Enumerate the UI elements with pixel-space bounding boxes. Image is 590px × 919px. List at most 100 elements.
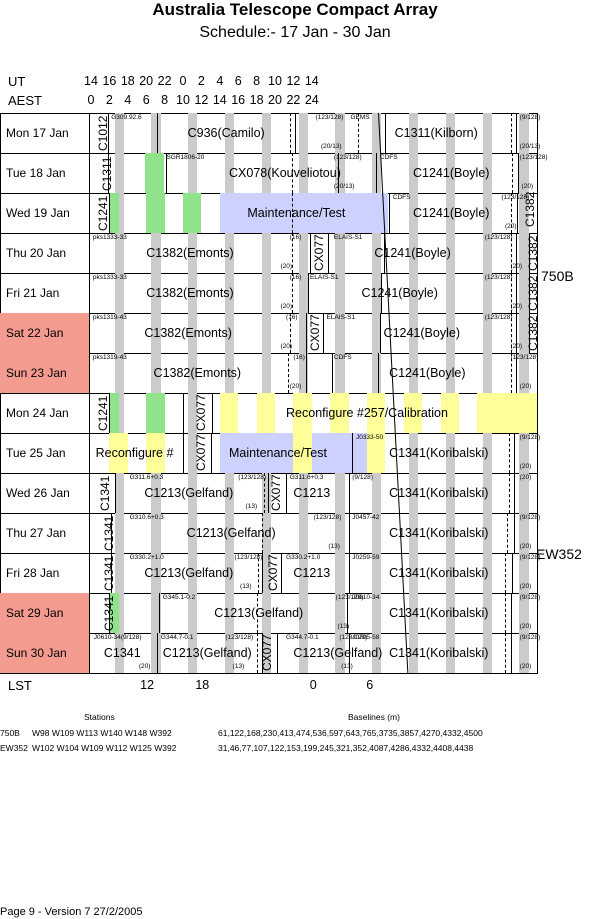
block-fill — [440, 393, 459, 433]
day-label: Tue 18 Jan — [0, 153, 90, 193]
block-note: SGR1806-20 — [166, 154, 205, 161]
hour-stripe — [372, 633, 382, 673]
block-fill — [146, 193, 165, 233]
block-boundary — [109, 593, 111, 633]
hour-stripe — [409, 553, 419, 593]
page-subtitle: Schedule:- 17 Jan - 30 Jan — [199, 24, 391, 41]
block-note: (16) — [289, 274, 302, 281]
hour-stripe — [372, 233, 382, 273]
hour-stripe — [114, 513, 124, 553]
hour-stripe — [409, 633, 419, 673]
block-boundary — [528, 233, 530, 273]
hour-stripe — [409, 113, 419, 153]
block-boundary — [111, 553, 113, 593]
dashed-boundary — [256, 593, 258, 633]
day-row: Sat 22 Jan — [0, 313, 537, 354]
block-boundary — [376, 153, 378, 193]
block-note: (16) — [293, 354, 305, 361]
block-note: ELAIS-S1 — [333, 234, 363, 241]
block-label: C1382(Emonts) — [144, 326, 232, 340]
block-boundary — [183, 393, 184, 433]
hour-stripe — [261, 513, 271, 553]
hour-stripe — [298, 633, 308, 673]
block-boundary — [332, 353, 334, 393]
hour-stripe — [261, 633, 271, 673]
hour-stripe — [335, 513, 345, 553]
block-boundary — [109, 393, 111, 433]
block-note: ELAIS-S1 — [326, 314, 356, 321]
hour-stripe — [188, 353, 198, 393]
block-boundary — [514, 513, 516, 553]
block-fill — [145, 153, 164, 193]
hour-stripe — [372, 593, 382, 633]
block-boundary — [510, 593, 512, 633]
hour-stripe — [482, 433, 492, 473]
block-label: C1341(Koribalski) — [389, 606, 489, 620]
block-note: (123/128) — [484, 314, 513, 321]
block-boundary — [380, 273, 382, 313]
block-note: (13) — [341, 663, 353, 670]
dashed-boundary — [512, 153, 514, 193]
hour-stripe — [335, 633, 345, 673]
day-label: Thu 27 Jan — [0, 513, 90, 553]
hour-stripe — [519, 633, 529, 673]
hour-stripe — [225, 553, 235, 593]
hour-stripe — [114, 593, 124, 633]
block-boundary — [157, 113, 159, 153]
hour-stripe — [445, 113, 455, 153]
aest-tick: 16 — [231, 93, 246, 107]
hour-stripe — [151, 313, 161, 353]
ut-tick: 14 — [304, 74, 319, 88]
hour-stripe — [114, 473, 124, 513]
block-boundary — [383, 233, 385, 273]
hour-stripe — [188, 593, 198, 633]
hour-stripe — [409, 473, 419, 513]
day-row: Fri 21 Jan — [0, 273, 537, 314]
block-boundary — [514, 433, 516, 473]
block-boundary — [328, 233, 330, 273]
hour-stripe — [335, 233, 345, 273]
dashed-boundary — [506, 513, 508, 553]
lst-label: LST — [8, 678, 32, 693]
aest-tick: 4 — [124, 93, 132, 107]
hour-stripe — [445, 513, 455, 553]
day-label: Sat 22 Jan — [0, 313, 90, 353]
block-boundary — [157, 633, 159, 673]
dashed-boundary — [510, 313, 512, 353]
config-750b-stations: W98 W109 W113 W140 W148 W392 — [32, 728, 172, 738]
block-boundary — [322, 313, 324, 353]
vertical-block-label: C1382 — [523, 191, 538, 227]
hour-stripe — [114, 233, 124, 273]
block-boundary — [306, 313, 308, 353]
block-fill — [367, 393, 386, 433]
block-label: C1341(Koribalski) — [389, 566, 489, 580]
ut-tick: 22 — [157, 74, 172, 88]
dashed-boundary — [505, 633, 506, 673]
block-fill — [146, 433, 165, 473]
block-boundary — [111, 513, 113, 553]
hour-stripe — [261, 553, 271, 593]
block-label: C1311(Kilborn) — [394, 126, 478, 140]
block-note: (20) — [510, 343, 523, 350]
block-boundary — [107, 153, 109, 193]
day-label: Mon 17 Jan — [0, 113, 90, 153]
block-note: (20) — [521, 183, 534, 190]
block-label: C1213(Gelfand) — [293, 646, 383, 660]
block-boundary — [379, 313, 381, 353]
block-note: (123/128) — [234, 554, 263, 561]
block-note: CDFS — [392, 194, 411, 201]
block-boundary — [389, 193, 391, 233]
hour-stripe — [445, 153, 455, 193]
block-boundary — [210, 433, 212, 473]
hour-stripe — [409, 593, 419, 633]
block-note: (123/128) — [510, 354, 539, 361]
block-note: (123/128) — [335, 594, 364, 601]
hour-stripe — [114, 313, 124, 353]
vertical-block-label: C1382 — [526, 275, 541, 311]
block-boundary — [262, 633, 264, 673]
block-boundary — [346, 593, 348, 633]
day-label: Tue 25 Jan — [0, 433, 90, 473]
hour-stripe — [519, 433, 529, 473]
ut-tick: 12 — [286, 74, 301, 88]
hour-stripe — [372, 553, 382, 593]
